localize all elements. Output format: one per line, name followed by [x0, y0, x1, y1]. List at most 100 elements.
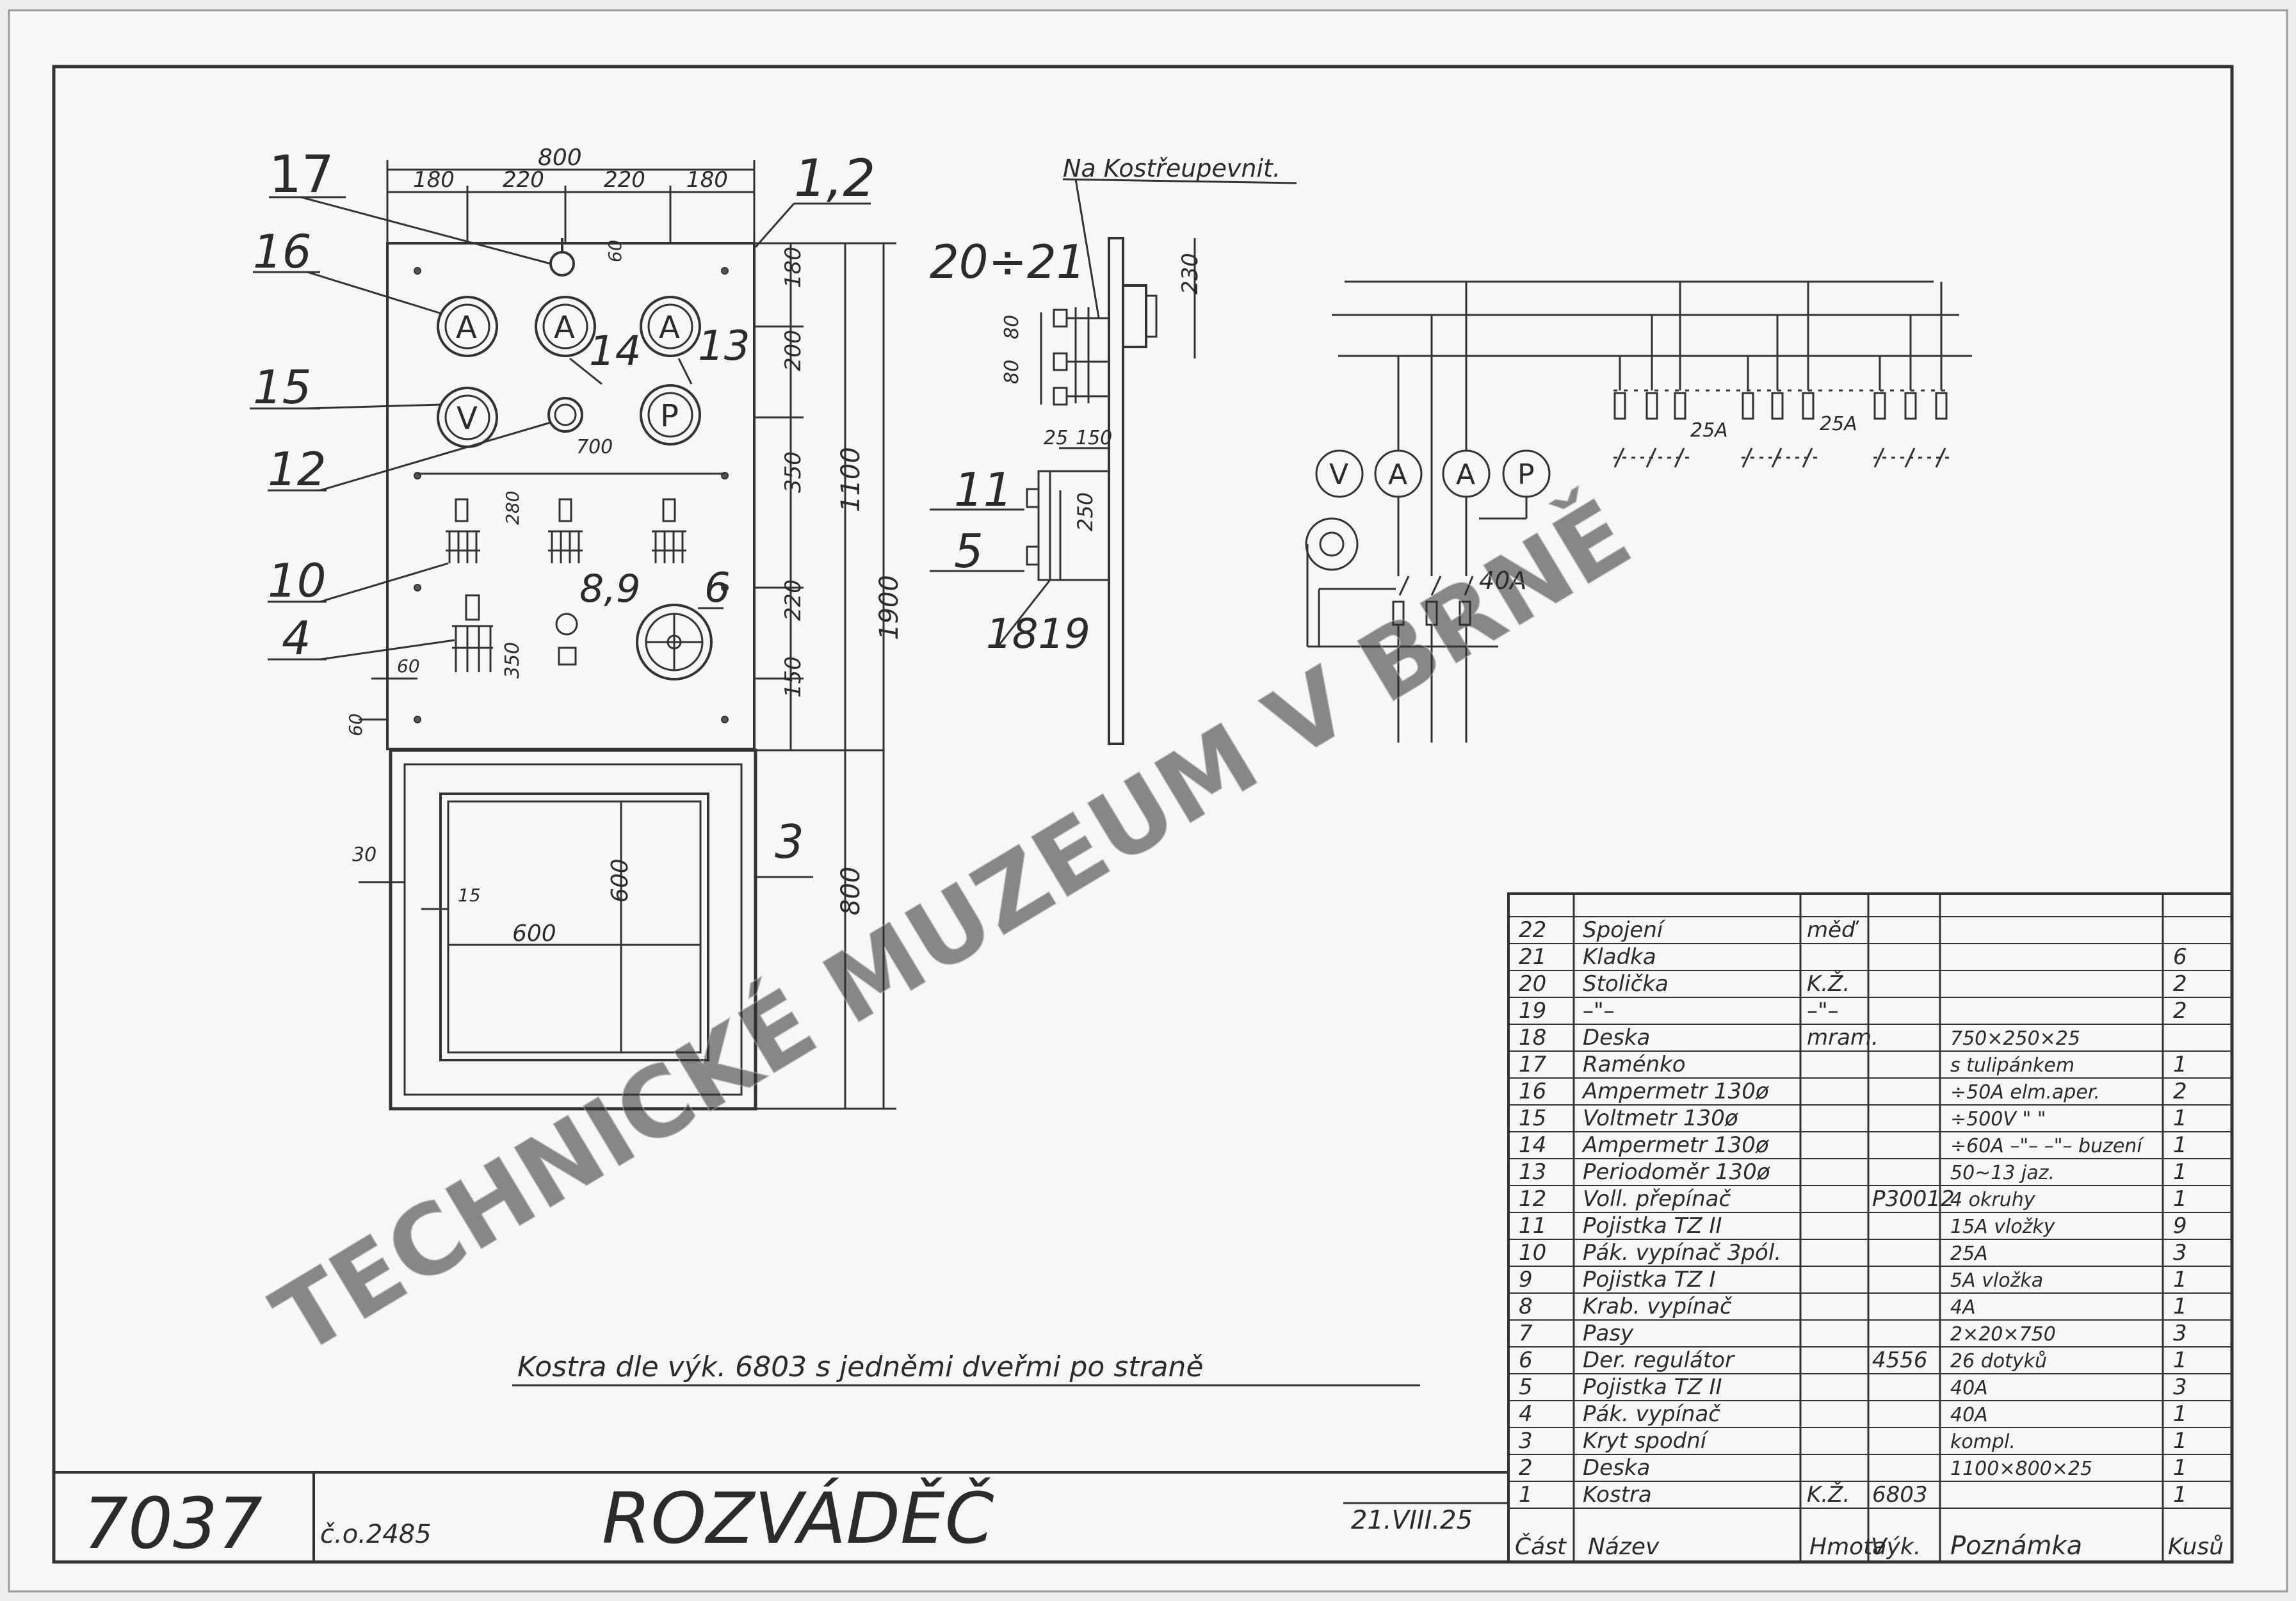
table-cell: 26 dotyků — [1950, 1350, 2047, 1372]
table-cell: 18 — [1519, 1025, 1546, 1050]
title-block — [54, 1471, 1508, 1562]
dim-30: 30 — [352, 844, 376, 866]
table-cell: 1 — [2173, 1132, 2187, 1158]
callout-8-9: 8,9 — [579, 567, 640, 611]
table-cell: 7 — [1519, 1321, 1533, 1346]
table-cell: 1 — [2173, 1186, 2187, 1212]
table-cell: Voll. přepínač — [1583, 1186, 1731, 1212]
dim-25: 25 — [1044, 427, 1068, 449]
table-cell: Pojistka TZ I — [1583, 1267, 1715, 1292]
table-cell: 1 — [2173, 1159, 2187, 1185]
callout-6: 6 — [704, 565, 731, 612]
table-cell: –"– — [1583, 998, 1615, 1024]
table-cell: mram. — [1807, 1025, 1879, 1050]
main-lever-switch — [452, 594, 493, 672]
table-cell: Der. regulátor — [1583, 1348, 1735, 1373]
table-cell: 15 — [1519, 1106, 1546, 1131]
box-switch — [555, 613, 578, 636]
table-cell: Stolička — [1583, 971, 1669, 997]
table-header-cell: Název — [1588, 1534, 1660, 1560]
schematic-fuse-25a-1: 25A — [1690, 419, 1728, 442]
table-cell: 1 — [2173, 1106, 2187, 1131]
dim-1100-v: 1100 — [836, 447, 866, 512]
front-meter-2 — [535, 296, 596, 357]
dim-150-side: 150 — [1076, 427, 1112, 449]
table-cell: 4A — [1950, 1296, 1976, 1319]
table-cell: 1 — [2173, 1482, 2187, 1508]
dim-800-v: 800 — [836, 867, 866, 915]
table-cell: 4556 — [1872, 1348, 1928, 1373]
table-cell: Ampermetr 130ø — [1581, 1132, 1770, 1158]
dim-1900-v: 1900 — [875, 575, 904, 640]
table-cell: 21 — [1519, 944, 1546, 970]
front-view — [386, 238, 757, 1111]
table-cell: Pojistka TZ II — [1583, 1374, 1722, 1400]
table-cell: 8 — [1519, 1294, 1533, 1319]
table-cell: 9 — [1519, 1267, 1533, 1292]
dim-180-right: 180 — [686, 167, 728, 193]
table-header-cell: Kusů — [2168, 1534, 2224, 1560]
table-cell: Voltmetr 130ø — [1583, 1106, 1739, 1131]
table-cell: Raménko — [1583, 1052, 1686, 1077]
table-cell: Deska — [1583, 1455, 1650, 1481]
table-header-cell: Hmota — [1809, 1534, 1886, 1560]
drawing-number: 7037 — [83, 1483, 263, 1565]
dim-60-top: 60 — [604, 239, 626, 262]
dim-80-a: 80 — [1001, 315, 1023, 339]
table-cell: 750×250×25 — [1950, 1027, 2080, 1050]
table-cell: 25A — [1950, 1243, 1988, 1265]
table-cell: Kladka — [1583, 944, 1656, 970]
table-cell: –"– — [1807, 998, 1839, 1024]
meter-letter-4: V — [457, 401, 478, 437]
dim-230: 230 — [1177, 253, 1203, 294]
dim-180-v: 180 — [780, 246, 806, 288]
table-cell: Periodoměr 130ø — [1583, 1159, 1771, 1185]
dim-180-left: 180 — [413, 167, 455, 193]
table-cell: 6 — [1519, 1348, 1533, 1373]
table-cell: 5 — [1519, 1374, 1533, 1400]
table-cell: 3 — [2173, 1321, 2187, 1346]
dim-280: 280 — [502, 491, 523, 525]
table-cell: 2 — [2173, 1079, 2187, 1104]
table-cell: 1 — [2173, 1348, 2187, 1373]
table-cell: 2 — [2173, 998, 2187, 1024]
table-cell: ÷60A –"– –"– buzení — [1950, 1135, 2144, 1157]
table-cell: 13 — [1519, 1159, 1546, 1185]
callout-5: 5 — [954, 524, 983, 578]
meter-letter-5: P — [660, 398, 679, 434]
table-cell: 15A vložky — [1950, 1216, 2056, 1238]
lever-switch-2 — [548, 498, 583, 563]
table-header-cell: Část — [1515, 1533, 1567, 1560]
callout-12: 12 — [268, 442, 327, 496]
table-cell: Deska — [1583, 1025, 1650, 1050]
dim-150-v: 150 — [780, 656, 806, 698]
door-opening — [439, 792, 709, 1061]
table-cell: Pák. vypínač 3pól. — [1583, 1240, 1781, 1266]
schematic-meter-p: P — [1517, 458, 1535, 491]
table-cell: 50~13 jaz. — [1950, 1162, 2055, 1184]
side-view — [930, 178, 1297, 745]
table-header-cell: Výk. — [1871, 1534, 1921, 1560]
table-cell: 4 okruhy — [1950, 1189, 2036, 1211]
table-cell: 3 — [1519, 1428, 1533, 1454]
table-cell: 2 — [1519, 1455, 1533, 1481]
dim-600-width: 600 — [512, 921, 556, 947]
table-cell: 1 — [2173, 1294, 2187, 1319]
table-cell: 6803 — [1872, 1482, 1928, 1508]
drawing-title: ROZVÁDĚČ — [602, 1477, 994, 1559]
order-number: č.o.2485 — [320, 1520, 432, 1549]
table-cell: 9 — [2173, 1213, 2187, 1239]
table-cell: 14 — [1519, 1132, 1546, 1158]
fuse-tz1 — [558, 647, 577, 666]
table-cell: 1 — [1519, 1482, 1533, 1508]
volt-switch — [547, 397, 583, 433]
table-cell: Pák. vypínač — [1583, 1401, 1721, 1427]
table-cell: Kryt spodní — [1583, 1428, 1710, 1454]
meter-letter-2: A — [554, 310, 575, 346]
schematic-meter-a1: A — [1388, 458, 1407, 491]
schematic-main-40a: 40A — [1479, 567, 1526, 595]
table-cell: Pojistka TZ II — [1583, 1213, 1722, 1239]
dim-220-v: 220 — [780, 579, 806, 621]
table-cell: 3 — [2173, 1240, 2187, 1266]
table-header-cell: Poznámka — [1950, 1531, 2082, 1561]
